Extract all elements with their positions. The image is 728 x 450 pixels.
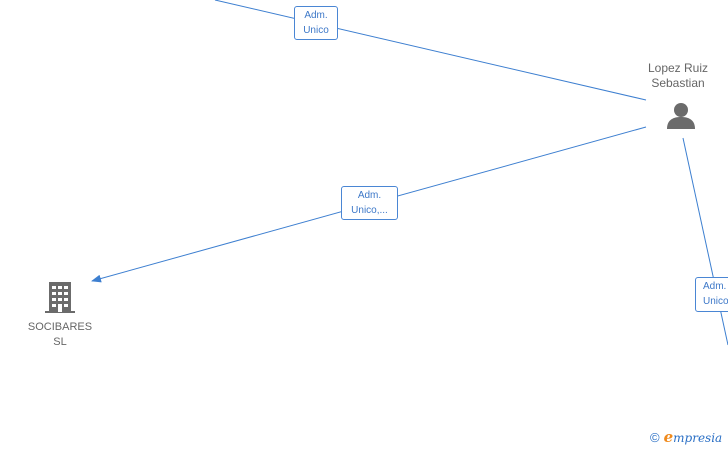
- edge-line-right: [682, 137, 728, 346]
- building-icon[interactable]: [45, 282, 75, 313]
- person-node-label[interactable]: Lopez Ruiz Sebastian: [628, 61, 728, 91]
- edge-label-detail: Unico,...: [351, 205, 388, 216]
- person-name-line1: Lopez Ruiz: [647, 61, 709, 75]
- edge-line-top: [214, 0, 647, 101]
- copyright-symbol: ©: [650, 430, 660, 445]
- brand-name: mpresia: [673, 431, 723, 445]
- brand-initial: e: [663, 428, 674, 446]
- edge-label-detail: Unico: [703, 296, 728, 307]
- company-node-label[interactable]: SOCIBARES SL: [10, 320, 110, 350]
- edge-label-company[interactable]: Adm. Unico,...: [341, 186, 398, 220]
- person-icon[interactable]: [667, 103, 695, 129]
- edge-label-right[interactable]: Adm. Unico: [695, 277, 728, 312]
- edge-label-detail: Unico: [303, 25, 329, 36]
- company-name-line1: SOCIBARES: [27, 321, 93, 333]
- company-name-line2: SL: [53, 336, 67, 348]
- edge-label-role: Adm.: [357, 190, 382, 201]
- edge-label-role: Adm.: [703, 281, 727, 292]
- edge-label-top[interactable]: Adm. Unico: [294, 6, 338, 40]
- edge-label-role: Adm.: [304, 10, 328, 21]
- person-name-line2: Sebastian: [651, 76, 705, 90]
- brand-logo: ©empresia: [650, 428, 722, 446]
